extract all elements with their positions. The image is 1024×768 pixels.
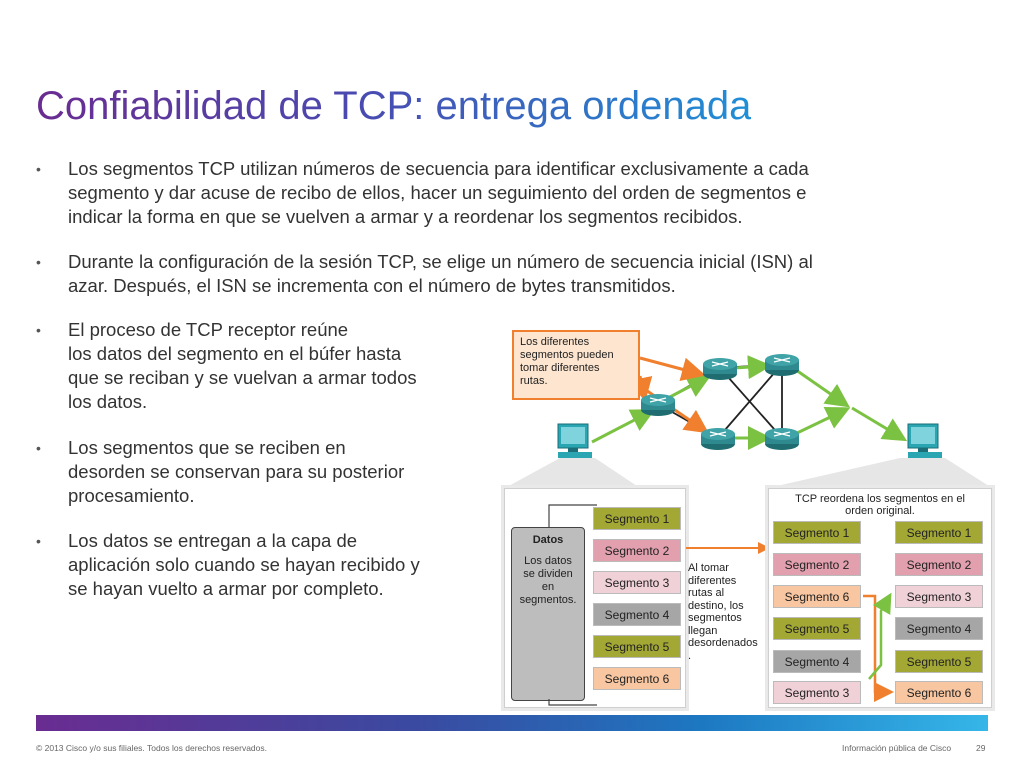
segment-box: Segmento 2 (593, 539, 681, 562)
reorder-title-line: orden original. (845, 505, 915, 517)
ordered-segment: Segmento 6 (895, 681, 983, 704)
datos-line: segmentos. (519, 594, 577, 606)
footer-gradient-bar (36, 715, 988, 731)
router-icon (703, 358, 737, 380)
green-paths (591, 355, 908, 450)
bullet-line: Los datos se entregan a la capa de (68, 530, 358, 551)
tcp-reorder-figure: Los diferentes segmentos pueden tomar di… (500, 326, 994, 710)
note-line: desordenados (688, 637, 758, 649)
bullet-marker: • (36, 254, 41, 270)
note-line: llegan (688, 624, 718, 637)
callout-line: Los diferentes (520, 336, 590, 348)
segment-box: Segmento 3 (593, 571, 681, 594)
callout-line: segmentos pueden (520, 349, 614, 361)
bullet-line: aplicación solo cuando se hayan recibido… (68, 554, 420, 575)
bullet-line: El proceso de TCP receptor reúne (68, 319, 349, 340)
slide-title: Confiabilidad de TCP: entrega ordenada (36, 84, 752, 128)
receiver-panel: TCP reordena los segmentos en el orden o… (768, 488, 992, 708)
bullet-line: segmento y dar acuse de recibo de ellos,… (68, 182, 807, 203)
bullet-line: se hayan vuelto a armar por completo. (68, 578, 384, 599)
source-pc-icon (557, 423, 592, 458)
bullet-line: Los segmentos TCP utilizan números de se… (68, 158, 809, 179)
router-icons (641, 354, 799, 450)
received-segment: Segmento 1 (773, 521, 861, 544)
router-icon (641, 394, 675, 416)
datos-line: en (541, 581, 555, 593)
datos-box: Datos Los datos se dividen en segmentos. (511, 527, 585, 701)
note-line: segmentos (688, 612, 742, 624)
callout-line: tomar diferentes (520, 362, 600, 374)
ordered-segment: Segmento 2 (895, 553, 983, 576)
destination-pc-icon (907, 423, 942, 458)
bullet-line: Durante la configuración de la sesión TC… (68, 251, 813, 272)
callout-line: rutas. (520, 375, 548, 387)
bullet-line: los datos del segmento en el búfer hasta (68, 343, 402, 364)
segment-box: Segmento 6 (593, 667, 681, 690)
left-projection (505, 458, 640, 488)
bullet-marker: • (36, 440, 41, 456)
received-segment: Segmento 5 (773, 617, 861, 640)
router-icon (765, 428, 799, 450)
sender-panel: Datos Los datos se dividen en segmentos.… (504, 488, 686, 708)
bullet-marker: • (36, 322, 41, 338)
received-segment: Segmento 3 (773, 681, 861, 704)
note-line: diferentes (688, 574, 737, 587)
note-line: rutas al (688, 587, 725, 599)
ordered-segment: Segmento 1 (895, 521, 983, 544)
paths-callout: Los diferentes segmentos pueden tomar di… (512, 330, 640, 400)
bullet-marker: • (36, 533, 41, 549)
reorder-title: TCP reordena los segmentos en el orden o… (769, 493, 991, 517)
bullet-line: procesamiento. (68, 485, 195, 506)
segment-box: Segmento 4 (593, 603, 681, 626)
bullet-line: los datos. (68, 391, 148, 412)
received-segment: Segmento 2 (773, 553, 861, 576)
ordered-segment: Segmento 4 (895, 617, 983, 640)
bullet-line: Los segmentos que se reciben en (68, 437, 346, 458)
out-of-order-note: Al tomar diferentes rutas al destino, lo… (688, 562, 768, 662)
transfer-arrow (686, 542, 770, 554)
segment-box: Segmento 5 (593, 635, 681, 658)
ordered-segment: Segmento 5 (895, 650, 983, 673)
bullet-line: desorden se conservan para su posterior (68, 461, 405, 482)
datos-line: se dividen (523, 568, 573, 580)
datos-title: Datos (532, 534, 564, 546)
bullet-line: indicar la forma en que se vuelven a arm… (68, 206, 743, 227)
received-segment: Segmento 6 (773, 585, 861, 608)
bullet-marker: • (36, 161, 41, 177)
note-line: . (688, 649, 692, 662)
page-number: 29 (976, 743, 986, 753)
segment-box: Segmento 1 (593, 507, 681, 530)
network-diagram (505, 354, 992, 488)
received-segment: Segmento 4 (773, 650, 861, 673)
bullet-line: que se reciban y se vuelvan a armar todo… (68, 367, 417, 388)
right-projection (768, 458, 992, 488)
note-line: destino, los (688, 599, 744, 612)
note-line: Al tomar (688, 562, 729, 574)
ordered-segment: Segmento 3 (895, 585, 983, 608)
router-icon (765, 354, 799, 376)
datos-line: Los datos (524, 555, 572, 567)
router-icon (701, 428, 735, 450)
copyright-text: © 2013 Cisco y/o sus filiales. Todos los… (36, 743, 267, 753)
classification-label: Información pública de Cisco (842, 743, 952, 753)
orange-arrows (628, 356, 709, 434)
bullet-line: azar. Después, el ISN se incrementa con … (68, 275, 676, 296)
reorder-title-line: TCP reordena los segmentos en el (795, 493, 965, 505)
bracket-lines (548, 504, 597, 706)
